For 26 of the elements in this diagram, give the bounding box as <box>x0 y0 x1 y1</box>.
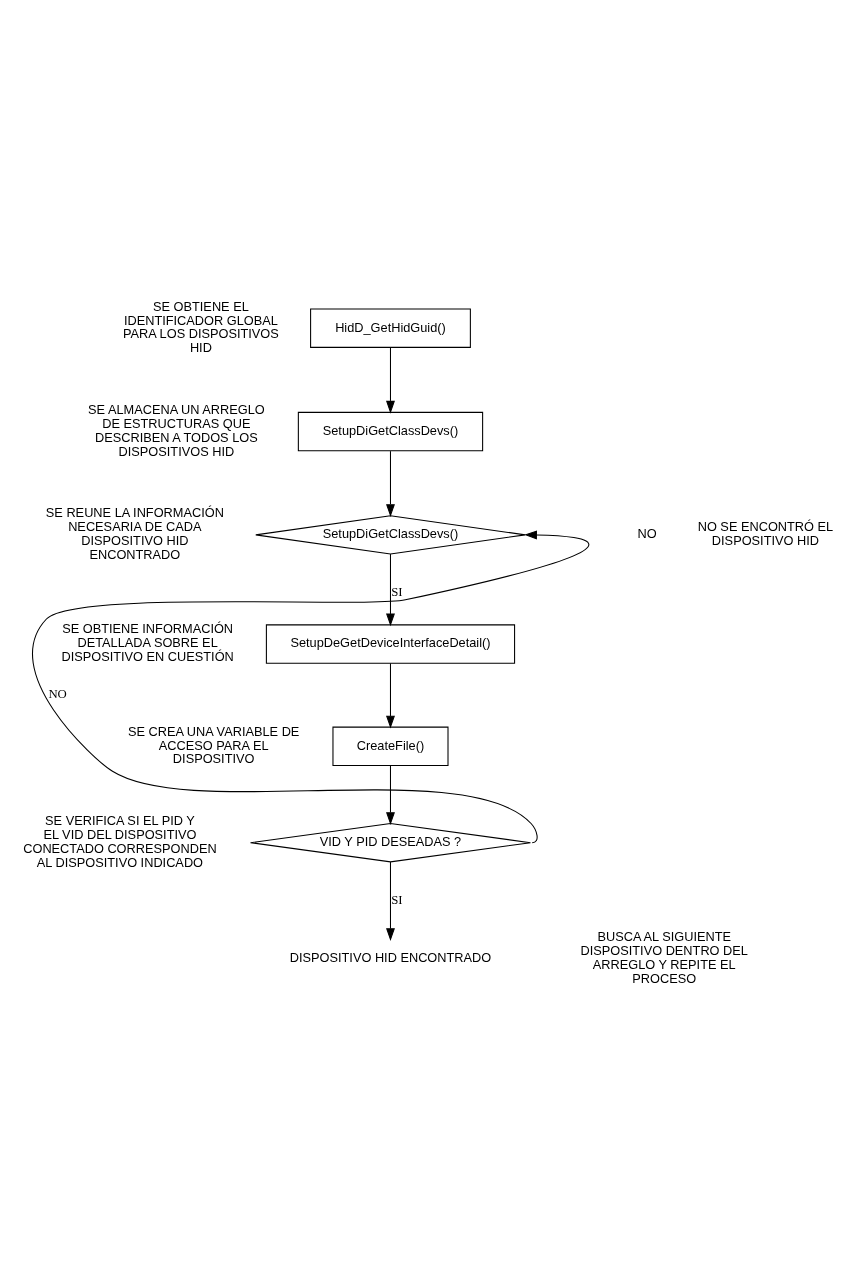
node-label: SE OBTIENE INFORMACIÓN DETALLADA SOBRE EL DISPOSITIVO EN CUESTIÓN <box>61 620 234 664</box>
arrow <box>386 662 395 729</box>
label: BUSCA AL SIGUIENTE DISPOSITIVO DENTRO DEL ARREGLO Y REPITE EL PROCESO <box>580 928 748 986</box>
node-box: HidD_GetHidGuid() <box>310 308 471 348</box>
edge-label: SI <box>391 892 403 907</box>
node-label: SE CREA UNA VARIABLE DE ACCESO PARA EL DISPOSITIVO <box>127 723 300 766</box>
node-label: SE OBTIENE EL IDENTIFICADOR GLOBAL PARA LOS DISPOSITIVOS HID <box>122 298 279 355</box>
node-box: SetupDeGetDeviceInterfaceDetail() <box>265 623 516 664</box>
edge-label: NO <box>637 525 657 541</box>
node-label: SE ALMACENA UN ARREGLO DE ESTRUCTURAS QUE DESCRIBEN A TODOS LOS DISPOSITIVOS HID <box>88 401 265 459</box>
arrow <box>386 450 395 517</box>
arrow <box>386 861 395 941</box>
node-text: DISPOSITIVO HID ENCONTRADO <box>289 949 492 965</box>
node-diamond: SetupDiGetClassDevs() <box>255 514 526 555</box>
node-box: SetupDiGetClassDevs() <box>297 411 484 451</box>
edge-label: SI <box>391 584 403 599</box>
arrow <box>386 764 395 825</box>
arrow <box>32 529 589 843</box>
node-diamond: VID Y PID DESEADAS ? <box>249 822 531 862</box>
node-box: CreateFile() <box>332 726 449 766</box>
arrow <box>386 553 395 626</box>
arrow <box>386 346 395 414</box>
label: NO <box>48 686 67 701</box>
label: NO SE ENCONTRÓ EL DISPOSITIVO HID <box>697 518 834 548</box>
node-label: SE VERIFICA SI EL PID Y EL VID DEL DISPOSITIVO CONECTADO CORRESPONDEN AL DISPOSITIVO INDICADO <box>23 812 217 870</box>
node-label: SE REUNE LA INFORMACIÓN NECESARIA DE CADA DISPOSITIVO HID ENCONTRADO <box>45 504 224 562</box>
